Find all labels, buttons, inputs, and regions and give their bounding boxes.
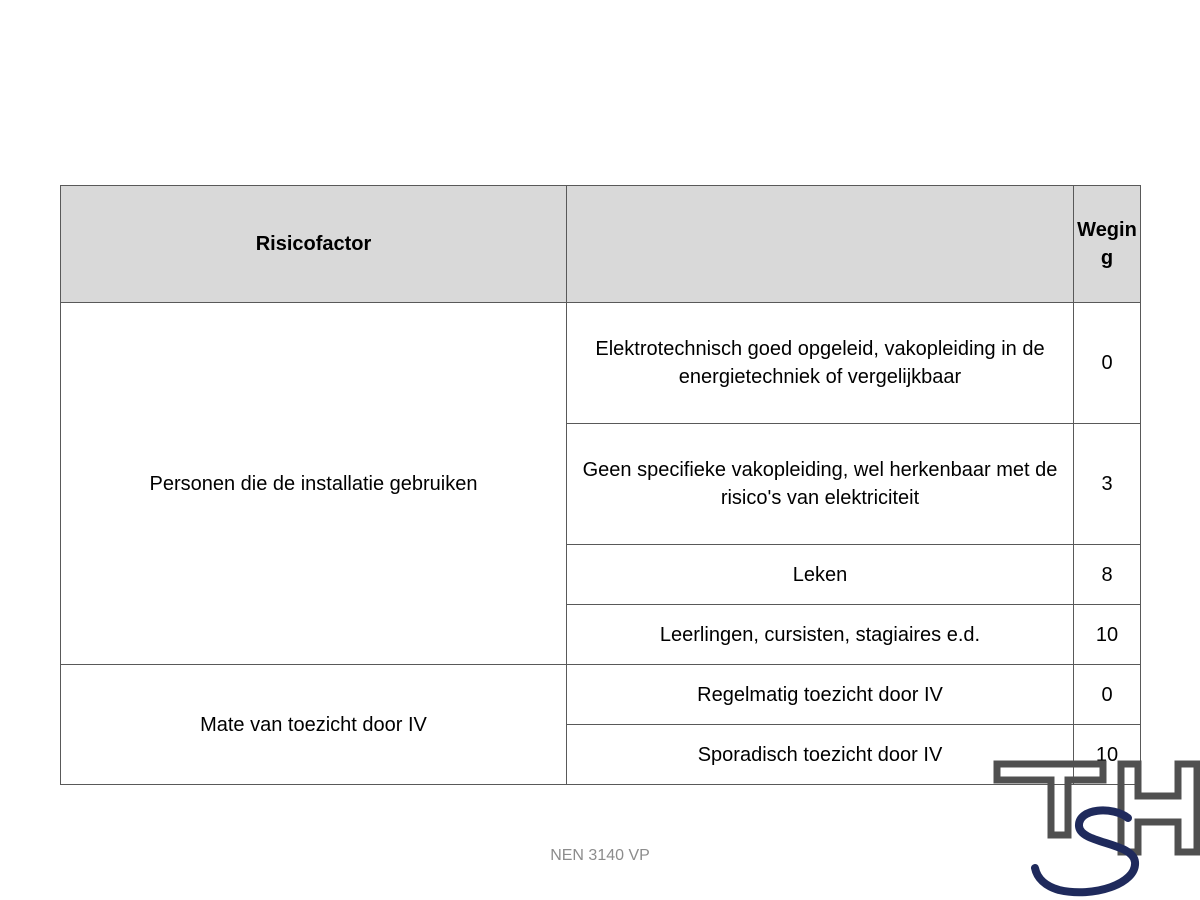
weight-cell: 0 xyxy=(1073,302,1141,424)
description-cell: Leerlingen, cursisten, stagiaires e.d. xyxy=(566,604,1074,665)
risk-table: Risicofactor Weging Personen die de inst… xyxy=(60,185,1141,785)
header-description xyxy=(566,185,1074,303)
table-row: Sporadisch toezicht door IV 10 xyxy=(61,724,1141,785)
table-row: Geen specifieke vakopleiding, wel herken… xyxy=(61,423,1141,545)
description-cell: Regelmatig toezicht door IV xyxy=(566,664,1074,725)
logo-t-shape xyxy=(993,760,1107,839)
logo-h-shape xyxy=(1117,760,1200,856)
risk-factor-cell: Personen die de installatie gebruiken xyxy=(60,302,567,665)
table-row: Personen die de installatie gebruiken El… xyxy=(60,302,1141,665)
footer-text: NEN 3140 VP xyxy=(550,847,650,864)
weight-cell: 10 xyxy=(1073,724,1141,785)
risk-factor-cell: Mate van toezicht door IV xyxy=(60,664,567,785)
table-row: Leerlingen, cursisten, stagiaires e.d. 1… xyxy=(61,604,1141,665)
description-cell: Sporadisch toezicht door IV xyxy=(566,724,1074,785)
header-risk-factor: Risicofactor xyxy=(60,185,567,303)
description-cell: Leken xyxy=(566,544,1074,605)
weight-cell: 8 xyxy=(1073,544,1141,605)
logo-s-shape xyxy=(1031,806,1139,897)
table-row: Mate van toezicht door IV Regelmatig toe… xyxy=(60,664,1141,785)
weight-cell: 3 xyxy=(1073,423,1141,545)
description-cell: Geen specifieke vakopleiding, wel herken… xyxy=(566,423,1074,545)
weight-cell: 10 xyxy=(1073,604,1141,665)
weight-cell: 0 xyxy=(1073,664,1141,725)
table-row: Leken 8 xyxy=(61,544,1141,605)
table-header-row: Risicofactor Weging xyxy=(60,185,1141,303)
tsh-logo-icon xyxy=(993,760,1200,897)
description-cell: Elektrotechnisch goed opgeleid, vakoplei… xyxy=(566,302,1074,424)
header-weight: Weging xyxy=(1073,185,1141,303)
